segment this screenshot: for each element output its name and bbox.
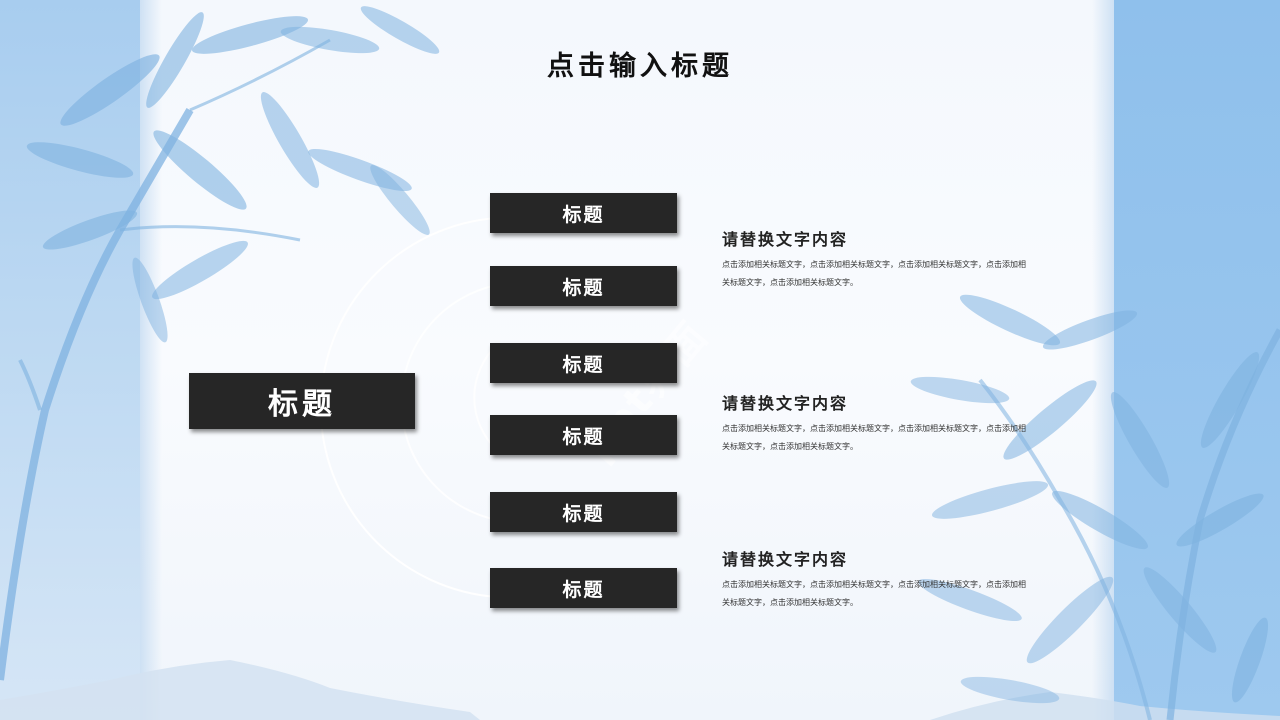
item-box-6[interactable]: 标题 [490,568,677,608]
center-title-box[interactable]: 标题 [189,373,415,429]
mountain-illustration [0,660,1280,720]
bamboo-illustration-right [910,294,1280,720]
item-box-4[interactable]: 标题 [490,415,677,455]
item-box-2[interactable]: 标题 [490,266,677,306]
text-section-1: 请替换文字内容 点击添加相关标题文字，点击添加相关标题文字，点击添加相关标题文字… [722,226,1042,292]
item-box-3[interactable]: 标题 [490,343,677,383]
section-body[interactable]: 点击添加相关标题文字，点击添加相关标题文字，点击添加相关标题文字，点击添加相关标… [722,260,1026,287]
section-body[interactable]: 点击添加相关标题文字，点击添加相关标题文字，点击添加相关标题文字，点击添加相关标… [722,424,1026,451]
section-heading[interactable]: 请替换文字内容 [722,230,849,249]
panel-edge-right [1092,0,1114,720]
item-box-5[interactable]: 标题 [490,492,677,532]
section-heading[interactable]: 请替换文字内容 [722,394,849,413]
bamboo-illustration-left [0,6,440,681]
section-body[interactable]: 点击添加相关标题文字，点击添加相关标题文字，点击添加相关标题文字，点击添加相关标… [722,580,1026,607]
slide-title[interactable]: 点击输入标题 [547,51,733,82]
text-section-3: 请替换文字内容 点击添加相关标题文字，点击添加相关标题文字，点击添加相关标题文字… [722,546,1042,612]
item-box-1[interactable]: 标题 [490,193,677,233]
section-heading[interactable]: 请替换文字内容 [722,550,849,569]
text-section-2: 请替换文字内容 点击添加相关标题文字，点击添加相关标题文字，点击添加相关标题文字… [722,390,1042,456]
